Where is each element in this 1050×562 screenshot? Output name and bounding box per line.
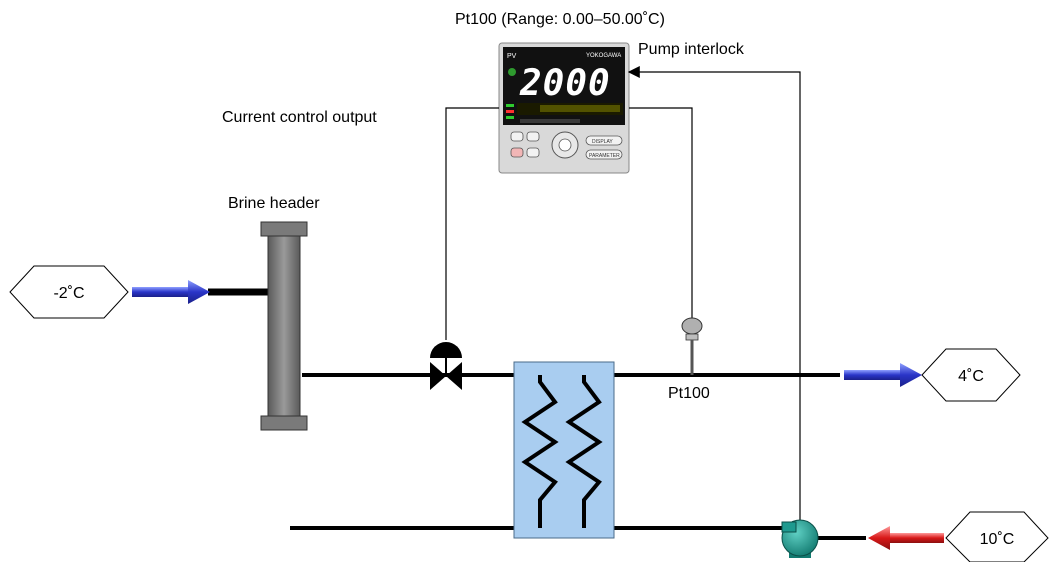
pt100-label: Pt100 [668,385,710,402]
process-inlet-arrow [868,526,944,550]
pump-icon [781,519,819,558]
brine-return-pipe [582,373,840,410]
brine-inlet-temp: -2˚C [53,285,84,302]
process-outlet-temp-tag: 4˚C [921,348,1021,402]
controller-brand: YOKOGAWA [586,53,621,59]
process-inlet-temp: 10˚C [980,531,1015,548]
sensor-range-label: Pt100 (Range: 0.00–50.00˚C) [455,11,665,28]
controller-pv-tag: PV [507,53,517,60]
pump-interlock-label: Pump interlock [638,41,745,58]
process-inlet-temp-tag: 10˚C [945,511,1049,562]
current-control-output-label: Current control output [222,109,377,126]
brine-header [260,221,308,431]
pt100-sensor-icon [681,317,703,375]
process-outlet-arrow [844,363,922,387]
control-valve-icon [430,342,462,390]
heat-exchanger [513,361,615,539]
brine-inlet-temp-tag: -2˚C [9,265,129,319]
pt100-signal-wire [629,107,693,318]
controller: PV YOKOGAWA 2000 DISPLAY PARAMETER [498,42,630,174]
controller-display-value: 2000 [519,63,611,104]
control-output-wire [445,107,499,340]
controller-parameter-key: PARAMETER [589,153,620,159]
brine-supply-pipe [302,373,542,410]
pump-interlock-wire [627,66,801,538]
controller-display-key: DISPLAY [592,139,613,145]
brine-inlet-arrow [132,280,210,304]
brine-header-label: Brine header [228,195,320,212]
process-cold-pipe [290,490,542,530]
process-outlet-temp: 4˚C [958,368,984,385]
